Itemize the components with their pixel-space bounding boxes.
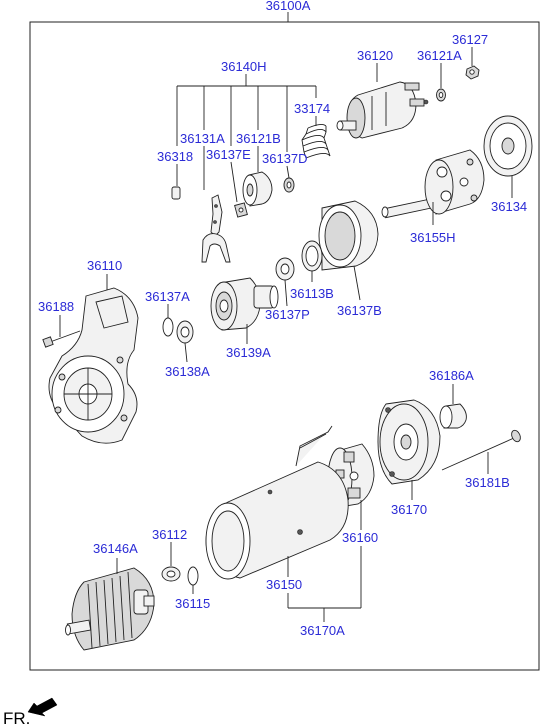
part-36131A-lever [201,194,231,263]
assembly-label: 36100A [266,0,311,13]
part-36188-bolt [42,330,81,348]
label-36181B: 36181B [465,475,510,490]
front-direction-indicator: FR. [3,697,58,727]
part-36146A-armature [65,567,155,651]
direction-label: FR. [3,709,30,727]
label-36121A: 36121A [417,48,462,63]
label-36138A: 36138A [165,364,210,379]
label-36137D: 36137D [262,151,308,166]
part-36150-yoke [205,425,349,580]
label-36140H: 36140H [221,59,267,74]
kit-bracket-36170A [287,546,362,622]
part-36112-washer [161,566,181,582]
kit-bracket-36140H [176,74,317,152]
part-36113B-washer [301,240,323,272]
label-36318: 36318 [157,149,193,164]
part-36137P-washer [275,257,295,281]
label-36188: 36188 [38,299,74,314]
label-36170: 36170 [391,502,427,517]
part-36138A-collar [176,320,194,344]
part-36139A-pinion [210,277,279,331]
leader-36137P [284,279,288,307]
label-36139A: 36139A [226,345,271,360]
part-36137D-clip [283,177,295,193]
label-36150: 36150 [266,577,302,592]
part-36115-washer [187,566,199,586]
label-36127: 36127 [452,32,488,47]
label-36131A: 36131A [180,131,225,146]
label-36113B: 36113B [290,286,334,301]
label-36137P: 36137P [265,307,310,322]
part-36186A-bushing [439,403,467,429]
leader-36138A [184,342,188,363]
part-36110-housing [48,287,139,444]
part-36134-cover [483,115,533,177]
part-36155H-shaft [381,149,485,219]
part-36121B-bushing [242,171,273,207]
label-36186A: 36186A [429,368,474,383]
label-36120: 36120 [357,48,393,63]
part-36121A-washer [436,88,446,102]
label-36112: 36112 [152,527,187,542]
label-36137A: 36137A [145,289,190,304]
diagram-frame [29,21,540,671]
label-36170A: 36170A [300,623,345,638]
label-36137B: 36137B [337,303,382,318]
part-36137A-ring [162,317,174,337]
leader-36137B [353,265,361,301]
part-33174-spring [301,123,331,159]
label-36160: 36160 [342,530,378,545]
label-36137E: 36137E [206,147,251,162]
part-36137B-ring [318,200,379,271]
label-36134: 36134 [491,199,527,214]
leader-36137D [286,165,290,179]
label-36121B: 36121B [236,131,281,146]
leader-36137E [230,161,238,203]
label-36110: 36110 [87,258,122,273]
label-36146A: 36146A [93,541,138,556]
part-36318-pin [171,186,181,200]
label-36115: 36115 [175,596,210,611]
front-arrow-icon [27,697,58,717]
label-36155H: 36155H [410,230,456,245]
part-36120-solenoid [336,81,429,139]
part-36170-rear-bracket [377,399,441,485]
part-36181B-bolt [441,429,521,471]
part-36137E-plate [234,202,248,218]
label-33174: 33174 [294,101,330,116]
part-36127-nut [465,65,480,80]
